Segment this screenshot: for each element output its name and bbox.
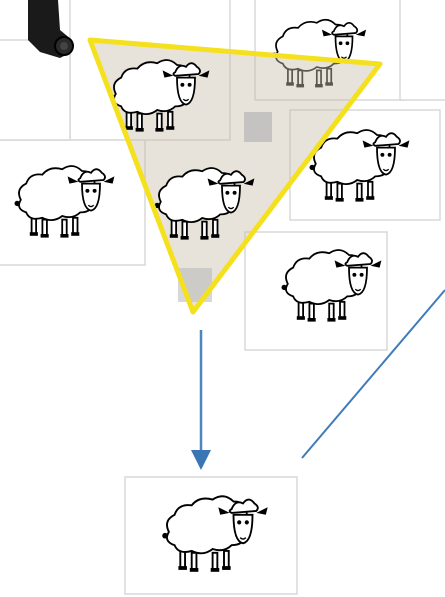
selection-triangle[interactable] <box>87 37 383 315</box>
arrow-down-icon <box>191 330 211 470</box>
sheep-card-side-panel <box>399 0 445 101</box>
selection-marker <box>244 112 272 142</box>
connector-line <box>301 289 445 459</box>
camera-device-icon <box>28 0 74 58</box>
